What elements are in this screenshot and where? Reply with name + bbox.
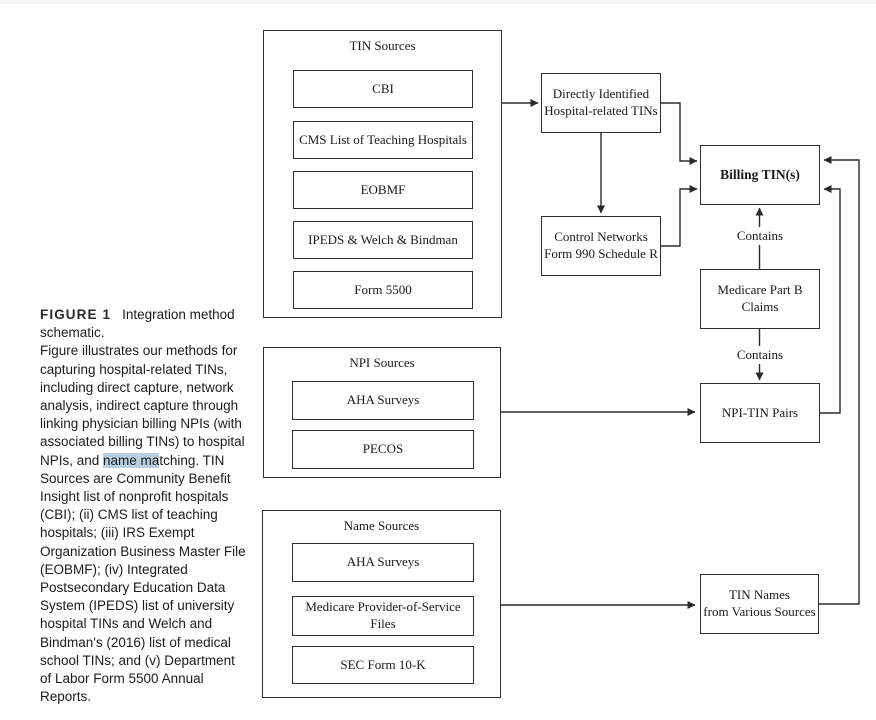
group-name-sources-title: Name Sources <box>343 518 420 533</box>
arrow-tinnames-to-billing <box>819 156 860 605</box>
node-billing-tins: Billing TIN(s) <box>700 145 820 205</box>
box-cbi: CBI <box>293 70 473 108</box>
page-top-edge <box>0 0 876 4</box>
edge-label-contains-upper: Contains <box>732 227 788 245</box>
caption-text-highlighted: name ma <box>103 452 160 468</box>
node-npi-tin-pairs: NPI-TIN Pairs <box>700 383 820 443</box>
group-tin-sources-title: TIN Sources <box>349 38 416 53</box>
node-medicare-part-b-claims: Medicare Part B Claims <box>700 269 820 329</box>
figure-caption-body: Figure illustrates our methods for captu… <box>40 342 249 706</box>
figure-title: Integration method schematic. <box>40 307 235 341</box>
figure-number-label: FIGURE 1 <box>40 307 112 322</box>
arrow-directly-to-billing <box>661 102 698 165</box>
edge-label-contains-lower: Contains <box>732 346 788 364</box>
node-tin-names: TIN Names from Various Sources <box>700 574 819 634</box>
box-medicare-provider-of-service: Medicare Provider-of-Service Files <box>292 596 474 636</box>
caption-text-before-highlight: Figure illustrates our methods for captu… <box>40 343 245 468</box>
box-sec-form-10k: SEC Form 10-K <box>292 646 474 684</box>
box-form-5500: Form 5500 <box>293 271 473 309</box>
box-aha-surveys-name: AHA Surveys <box>292 543 474 582</box>
node-directly-identified-tins: Directly Identified Hospital-related TIN… <box>541 73 661 133</box>
group-npi-sources-title: NPI Sources <box>349 355 415 370</box>
box-pecos: PECOS <box>292 430 474 469</box>
box-eobmf: EOBMF <box>293 171 473 209</box>
box-aha-surveys-npi: AHA Surveys <box>292 381 474 420</box>
node-control-networks: Control Networks Form 990 Schedule R <box>541 216 661 276</box>
box-ipeds-welch-bindman: IPEDS & Welch & Bindman <box>293 221 473 259</box>
caption-text-after-highlight: tching. TIN Sources are Community Benefi… <box>40 452 246 705</box>
arrow-npitin-to-billing <box>820 185 841 414</box>
box-cms-teaching-hospitals: CMS List of Teaching Hospitals <box>293 121 473 159</box>
arrow-control-to-billing <box>661 185 698 247</box>
